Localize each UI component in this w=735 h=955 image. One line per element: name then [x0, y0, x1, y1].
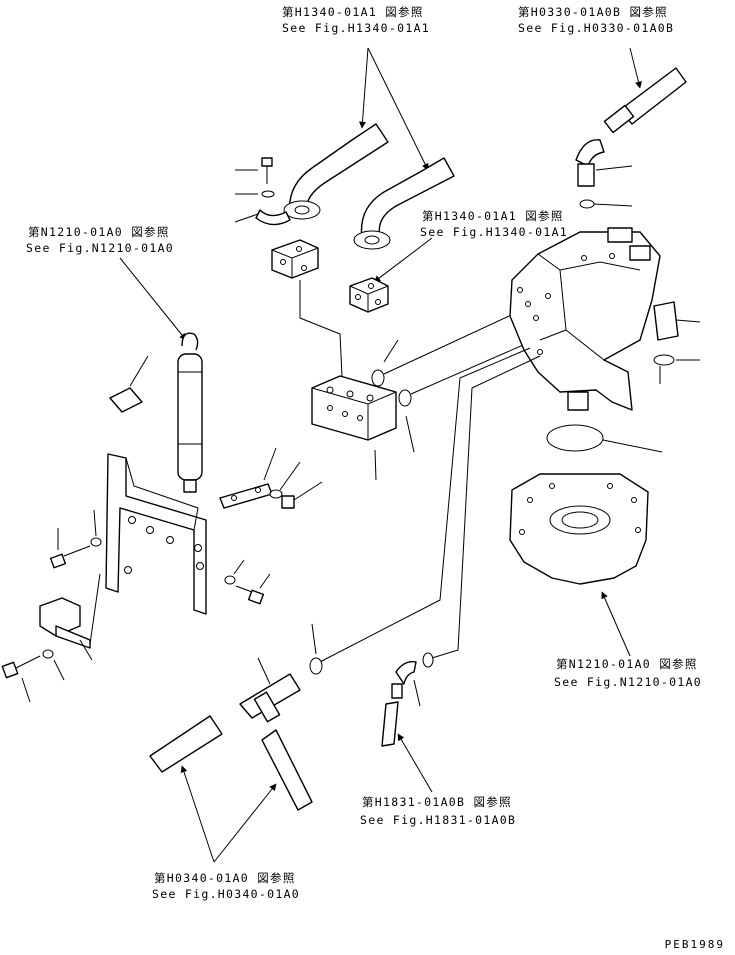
leader-h0330 — [629, 47, 642, 89]
leader-h1340-b — [367, 47, 429, 171]
elbow-fitting — [381, 652, 434, 747]
ref-h0340-jp: 第H0340-01A0 図参照 — [154, 871, 296, 885]
leader-h0340-b — [213, 783, 277, 863]
tee-fitting-assembly — [149, 623, 323, 811]
manifold-block — [299, 280, 397, 481]
control-valve-assembly — [509, 227, 701, 411]
clamp-bolt-set — [234, 157, 291, 226]
mounting-bracket — [105, 447, 323, 615]
leader-h1340-a — [358, 47, 369, 129]
ref-h0330-jp: 第H0330-01A0B 図参照 — [518, 5, 668, 19]
ref-n1210-right-jp: 第N1210-01A0 図参照 — [556, 657, 698, 671]
bracket-bolts — [49, 509, 271, 605]
o-rings-mid — [371, 309, 531, 453]
ref-h1340-mid-jp: 第H1340-01A1 図参照 — [422, 209, 564, 223]
swing-machinery-housing — [509, 473, 649, 585]
document-code: PEB1989 — [664, 938, 725, 951]
pilot-lines — [315, 347, 541, 665]
ref-n1210-right-en: See Fig.N1210-01A0 — [554, 675, 703, 689]
leader-h1340-mid — [373, 237, 433, 283]
ref-h0340-en: See Fig.H0340-01A0 — [152, 887, 301, 901]
ref-h1340-mid-en: See Fig.H1340-01A1 — [420, 225, 569, 239]
upper-right-hose — [575, 67, 687, 209]
ref-n1210-left-en: See Fig.N1210-01A0 — [26, 241, 175, 255]
flange-block-right — [349, 277, 389, 313]
ref-h1340-top-jp: 第H1340-01A1 図参照 — [282, 5, 424, 19]
ref-h1831-jp: 第H1831-01A0B 図参照 — [362, 795, 512, 809]
ref-h0330-en: See Fig.H0330-01A0B — [518, 21, 675, 35]
upper-hose-left — [283, 123, 389, 220]
reference-leaders — [119, 47, 642, 863]
large-o-ring — [546, 424, 663, 453]
upper-hose-right — [353, 157, 455, 250]
flange-block-left — [271, 239, 319, 279]
ref-n1210-left-jp: 第N1210-01A0 図参照 — [28, 225, 170, 239]
leader-n1210-left — [119, 257, 187, 341]
connector-bracket — [1, 573, 101, 703]
ref-h1340-top-en: See Fig.H1340-01A1 — [282, 21, 431, 35]
leader-h0340-a — [180, 765, 215, 863]
leader-n1210-right — [601, 591, 631, 657]
accumulator-cylinder — [109, 332, 203, 493]
leader-h1831 — [397, 733, 433, 793]
ref-h1831-en: See Fig.H1831-01A0B — [360, 813, 517, 827]
